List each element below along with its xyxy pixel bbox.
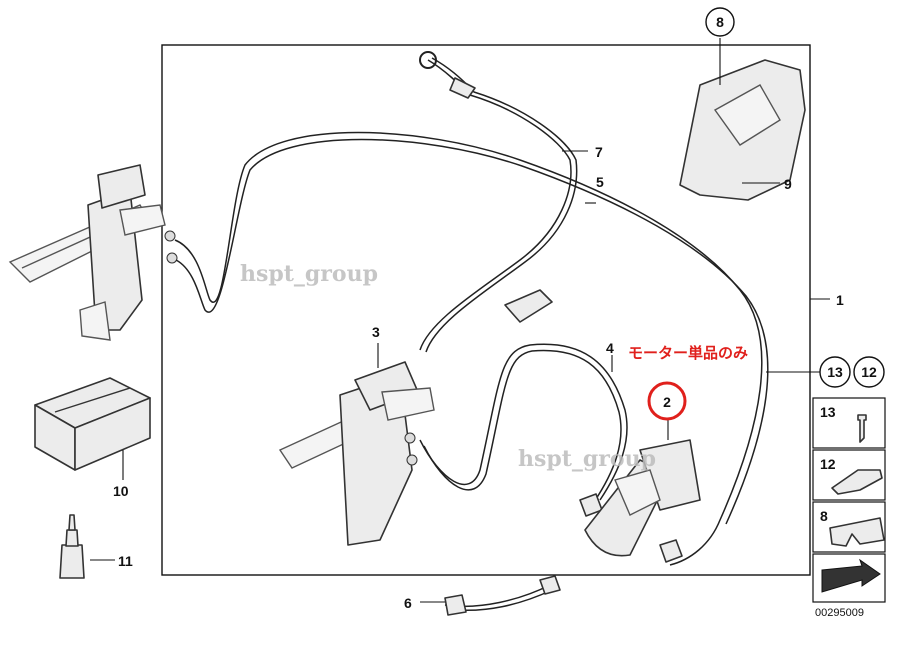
inner-hinge-bracket: [278, 361, 435, 546]
diagram-number: 00295009: [815, 607, 864, 619]
callout-1: 1: [836, 292, 844, 308]
callouts: 8 7 5 9 1 3 4 2 10 11 6 13 12: [113, 7, 885, 611]
callout-3: 3: [372, 324, 380, 340]
bracket-clip-icon: [829, 517, 885, 547]
hydraulic-motor: [584, 439, 701, 557]
legend-8-label: 8: [820, 508, 828, 524]
callout-12-circle: [853, 356, 885, 388]
rivet-icon: [857, 414, 867, 443]
callout-11: 11: [118, 553, 133, 569]
small-parts-legend: 13 12 8 00295009: [812, 397, 886, 619]
callout-5: 5: [596, 174, 604, 190]
leader-lines: [90, 38, 830, 603]
watermark-top: hspt_group: [240, 261, 378, 287]
left-hinge-bracket: [8, 164, 178, 341]
legend-box-13: [812, 397, 886, 449]
assembly-frame: [161, 44, 811, 576]
callout-9: 9: [784, 176, 792, 192]
callout-6: 6: [404, 595, 412, 611]
callout-2-circle: [647, 381, 687, 421]
callout-13-circle: [819, 356, 851, 388]
callout-7: 7: [595, 144, 603, 160]
oil-bottle: [59, 514, 85, 579]
callout-8-circle: [705, 7, 735, 37]
callout-12: 12: [861, 364, 877, 380]
legend-13-label: 13: [820, 404, 836, 420]
callout-8: 8: [716, 14, 724, 30]
motor-cover: [679, 59, 806, 201]
callout-10: 10: [113, 483, 129, 499]
motor-only-note: モーター単品のみ: [628, 344, 748, 362]
arrow-icon: [821, 558, 881, 593]
callout-13: 13: [827, 364, 843, 380]
part-box: [34, 377, 151, 471]
watermark-bottom: hspt_group: [518, 446, 656, 472]
wiring-harness: [174, 51, 769, 566]
small-harness: [444, 575, 561, 616]
callout-4: 4: [606, 340, 614, 356]
clip-icon: [831, 469, 883, 495]
legend-12-label: 12: [820, 456, 836, 472]
callout-2: 2: [663, 394, 671, 410]
